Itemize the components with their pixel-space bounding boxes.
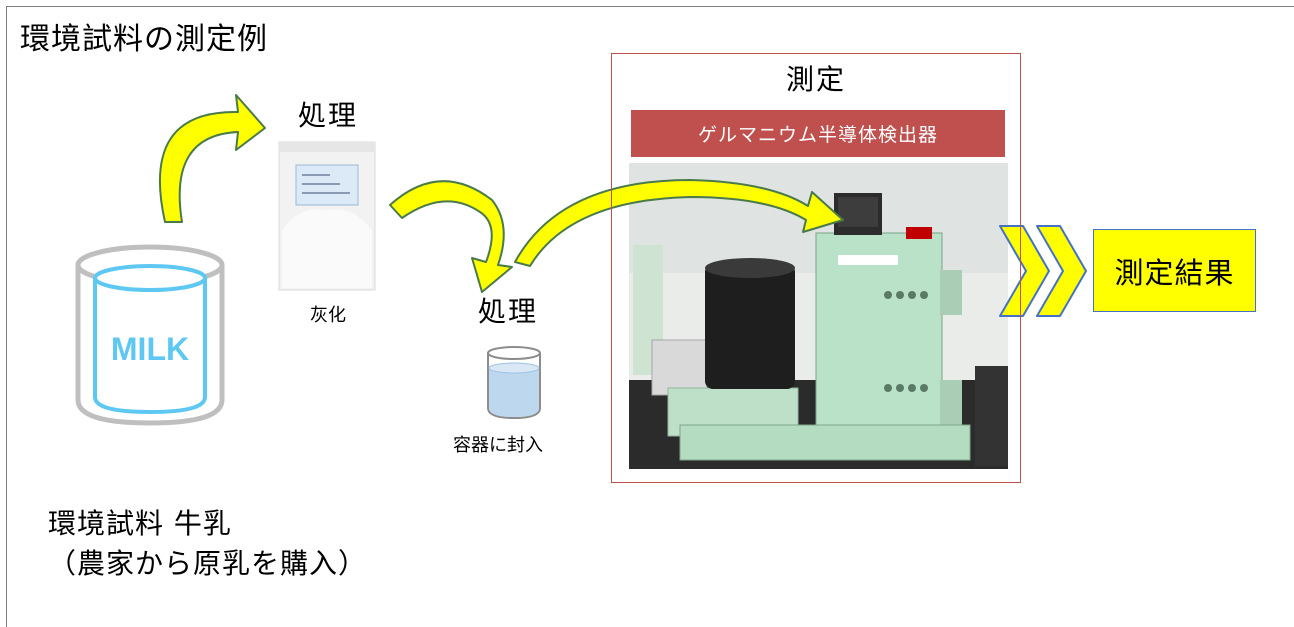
ash-bag-image	[278, 141, 376, 291]
chevron-right-icon	[1036, 225, 1087, 317]
slide-frame	[6, 6, 1294, 627]
step1-caption: 灰化	[310, 305, 346, 326]
sample-description: 環境試料 牛乳 （農家から原乳を購入）	[48, 504, 367, 584]
step2-heading: 処理	[478, 295, 539, 328]
result-box: 測定結果	[1093, 229, 1256, 312]
measurement-panel	[611, 53, 1021, 483]
step1-heading: 処理	[298, 99, 359, 132]
measurement-heading: 測定	[785, 63, 846, 96]
chevron-right-icon	[999, 225, 1050, 317]
curved-arrow-icon	[389, 180, 513, 293]
sample-description-line1: 環境試料 牛乳	[48, 507, 232, 540]
long-curved-arrow-icon	[514, 179, 844, 267]
sample-container-icon	[487, 346, 541, 420]
page-title: 環境試料の測定例	[20, 22, 268, 57]
detector-banner: ゲルマニウム半導体検出器	[631, 110, 1005, 157]
milk-jar-label: MILK	[111, 331, 189, 367]
milk-jar-icon: MILK	[75, 244, 225, 426]
step2-caption: 容器に封入	[453, 435, 543, 456]
sample-description-line2: （農家から原乳を購入）	[48, 547, 368, 580]
curved-arrow-icon	[158, 94, 266, 223]
detector-photo	[629, 163, 1008, 469]
